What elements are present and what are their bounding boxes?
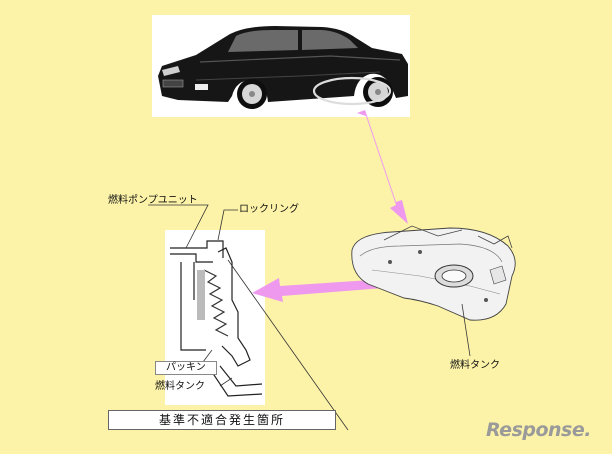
tank-leader-line	[461, 303, 471, 357]
response-watermark: Response.	[486, 419, 591, 441]
section-leader-lines	[148, 204, 349, 431]
label-pump-unit: 燃料ポンプユニット	[108, 195, 198, 206]
nonconformity-caption: 基準不適合発生箇所	[108, 410, 336, 430]
packing-shade	[197, 270, 205, 320]
arrow-car-to-tank	[357, 110, 408, 224]
label-tank: 燃料タンク	[450, 360, 500, 371]
label-packing: パッキン	[155, 361, 217, 375]
label-tank-detail: 燃料タンク	[155, 381, 205, 392]
car-illustration	[158, 26, 408, 109]
fuel-tank-illustration	[351, 225, 516, 321]
tank-location-ellipse	[312, 76, 392, 106]
seal-cross-section	[170, 240, 263, 397]
label-lock-ring: ロックリング	[239, 204, 299, 215]
